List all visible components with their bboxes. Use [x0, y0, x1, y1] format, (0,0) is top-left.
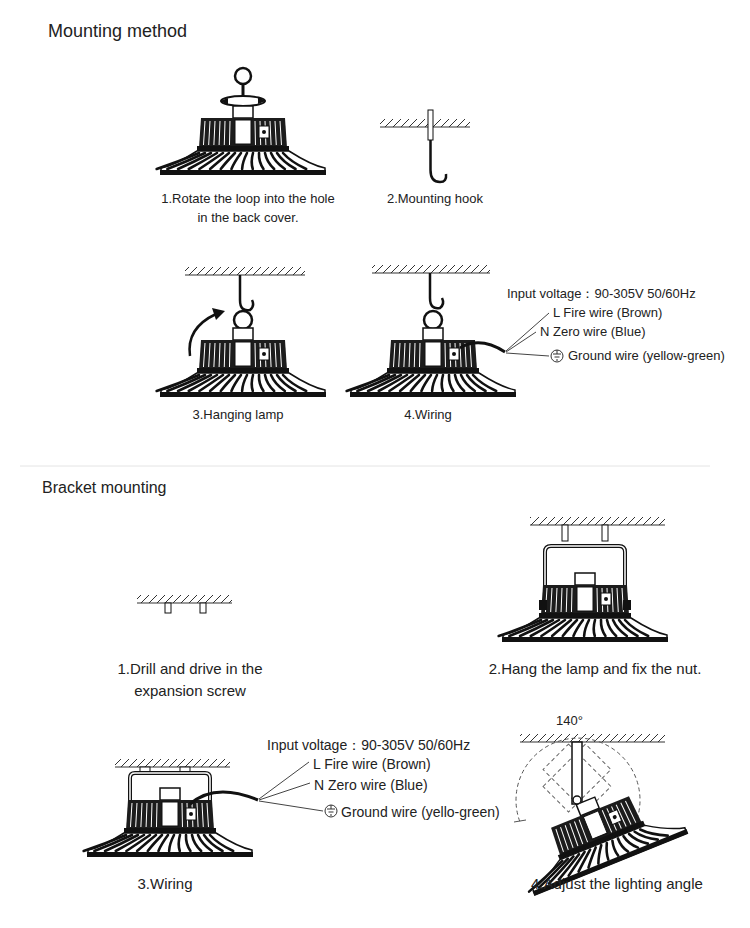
wire-label: N Zero wire (Blue)	[314, 775, 428, 795]
lamp-step4	[347, 265, 563, 397]
wire-label: Ground wire (yellow-green)	[568, 347, 725, 366]
wire-label: Ground wire (yello-green)	[341, 802, 500, 822]
mounting-hook	[380, 110, 470, 182]
step-caption: 1.Drill and drive in the expansion screw	[100, 658, 280, 702]
step-caption: 4.Wiring	[368, 406, 488, 425]
step-caption: 2.Mounting hook	[360, 190, 510, 209]
step-caption: 2.Hang the lamp and fix the nut.	[470, 658, 720, 680]
angle-label: 140°	[556, 712, 583, 731]
wire-label: L Fire wire (Brown)	[553, 304, 662, 323]
step-caption: 3.Hanging lamp	[158, 406, 318, 425]
ground-symbol	[551, 350, 563, 362]
step-caption: 3.Wiring	[110, 873, 220, 895]
step-caption: 4.Adjust the lighting angle	[497, 873, 737, 895]
step-caption: 1.Rotate the loop into the hole in the b…	[158, 190, 338, 228]
bracket-lamp-step2	[499, 517, 668, 642]
voltage-note: Input voltage：90-305V 50/60Hz	[507, 285, 696, 304]
section-heading: Bracket mounting	[42, 476, 167, 499]
expansion-screws	[137, 595, 232, 613]
wire-label: N Zero wire (Blue)	[540, 323, 645, 342]
lamp-step1	[157, 68, 326, 175]
ground-symbol	[325, 805, 337, 817]
section-heading: Mounting method	[48, 18, 187, 44]
bracket-lamp-step3	[84, 759, 337, 857]
section-divider	[20, 466, 710, 467]
angle-adjust	[505, 734, 688, 897]
lamp-step3	[157, 267, 326, 397]
voltage-note: Input voltage：90-305V 50/60Hz	[267, 735, 470, 755]
wire-label: L Fire wire (Brown)	[313, 754, 431, 774]
